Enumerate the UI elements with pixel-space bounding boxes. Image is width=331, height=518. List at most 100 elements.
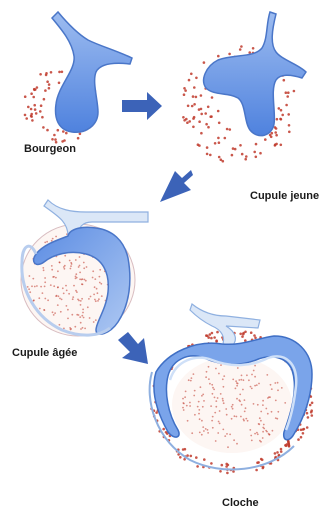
mesenchyme-dot (231, 406, 233, 408)
mesenchyme-dot (56, 295, 58, 297)
mesenchyme-dot (44, 309, 46, 311)
mesenchyme-dot (198, 401, 200, 403)
mesenchyme-dot (239, 333, 242, 336)
mesenchyme-dot (303, 428, 306, 431)
mesenchyme-dot (258, 423, 260, 425)
mesenchyme-dot (217, 397, 219, 399)
mesenchyme-dot (187, 105, 190, 108)
mesenchyme-dot (203, 61, 206, 64)
mesenchyme-dot (70, 265, 72, 267)
mesenchyme-dot (72, 296, 74, 298)
mesenchyme-dot (209, 383, 211, 385)
mesenchyme-dot (214, 397, 216, 399)
mesenchyme-dot (215, 400, 217, 402)
mesenchyme-dot (277, 389, 279, 391)
dental-epithelium (204, 12, 306, 136)
mesenchyme-dot (75, 278, 77, 280)
mesenchyme-dot (277, 382, 279, 384)
mesenchyme-dot (254, 337, 257, 340)
mesenchyme-dot (306, 426, 309, 429)
mesenchyme-dot (255, 469, 258, 472)
mesenchyme-dot (80, 322, 82, 324)
mesenchyme-dot (41, 116, 44, 119)
mesenchyme-dot (44, 281, 46, 283)
mesenchyme-dot (244, 411, 246, 413)
mesenchyme-dot (267, 413, 269, 415)
mesenchyme-dot (215, 406, 217, 408)
mesenchyme-dot (182, 407, 184, 409)
mesenchyme-dot (52, 311, 54, 313)
mesenchyme-dot (222, 398, 224, 400)
mesenchyme-dot (200, 386, 202, 388)
mesenchyme-dot (217, 55, 220, 58)
mesenchyme-dot (227, 446, 229, 448)
mesenchyme-dot (232, 470, 235, 473)
mesenchyme-dot (288, 445, 291, 448)
mesenchyme-dot (263, 428, 265, 430)
mesenchyme-dot (226, 433, 228, 435)
mesenchyme-dot (274, 143, 277, 146)
mesenchyme-dot (210, 337, 213, 340)
mesenchyme-dot (207, 429, 209, 431)
mesenchyme-dot (212, 387, 214, 389)
mesenchyme-dot (205, 376, 207, 378)
mesenchyme-dot (194, 390, 196, 392)
mesenchyme-dot (93, 321, 95, 323)
mesenchyme-dot (209, 154, 212, 157)
mesenchyme-dot (284, 402, 286, 404)
mesenchyme-dot (53, 276, 55, 278)
mesenchyme-dot (248, 379, 250, 381)
mesenchyme-dot (92, 277, 94, 279)
mesenchyme-dot (263, 424, 265, 426)
mesenchyme-dot (31, 285, 33, 287)
mesenchyme-dot (264, 138, 267, 141)
mesenchyme-dot (193, 86, 196, 89)
mesenchyme-dot (253, 403, 255, 405)
arrow-down-left-icon (160, 170, 193, 202)
mesenchyme-dot (190, 455, 193, 458)
arrow-right-icon (122, 92, 162, 120)
mesenchyme-dot (27, 106, 30, 109)
mesenchyme-dot (283, 79, 286, 82)
mesenchyme-dot (225, 463, 228, 466)
mesenchyme-dot (85, 280, 87, 282)
mesenchyme-dot (239, 48, 242, 51)
mesenchyme-dot (95, 319, 97, 321)
mesenchyme-dot (89, 317, 91, 319)
mesenchyme-dot (80, 300, 82, 302)
mesenchyme-dot (62, 287, 64, 289)
mesenchyme-dot (183, 409, 185, 411)
mesenchyme-dot (237, 367, 239, 369)
mesenchyme-dot (275, 400, 277, 402)
mesenchyme-dot (44, 242, 46, 244)
mesenchyme-dot (287, 113, 290, 116)
mesenchyme-dot (211, 332, 214, 335)
mesenchyme-dot (236, 443, 238, 445)
mesenchyme-dot (94, 278, 96, 280)
mesenchyme-dot (231, 154, 234, 157)
mesenchyme-dot (220, 393, 222, 395)
mesenchyme-dot (188, 79, 191, 82)
mesenchyme-dot (297, 438, 300, 441)
mesenchyme-dot (236, 382, 238, 384)
mesenchyme-dot (236, 416, 238, 418)
mesenchyme-dot (240, 379, 242, 381)
mesenchyme-dot (215, 339, 218, 342)
mesenchyme-dot (99, 269, 101, 271)
mesenchyme-dot (188, 120, 191, 123)
mesenchyme-dot (279, 118, 282, 121)
mesenchyme-dot (244, 399, 246, 401)
mesenchyme-dot (231, 418, 233, 420)
mesenchyme-dot (63, 293, 65, 295)
mesenchyme-dot (226, 128, 229, 131)
mesenchyme-dot (254, 433, 256, 435)
mesenchyme-dot (82, 278, 84, 280)
mesenchyme-dot (210, 462, 213, 465)
mesenchyme-dot (257, 461, 260, 464)
dental-epithelium (52, 12, 132, 132)
mesenchyme-dot (92, 270, 94, 272)
mesenchyme-dot (285, 104, 288, 107)
mesenchyme-dot (203, 430, 205, 432)
mesenchyme-dot (155, 411, 158, 414)
mesenchyme-dot (27, 286, 29, 288)
